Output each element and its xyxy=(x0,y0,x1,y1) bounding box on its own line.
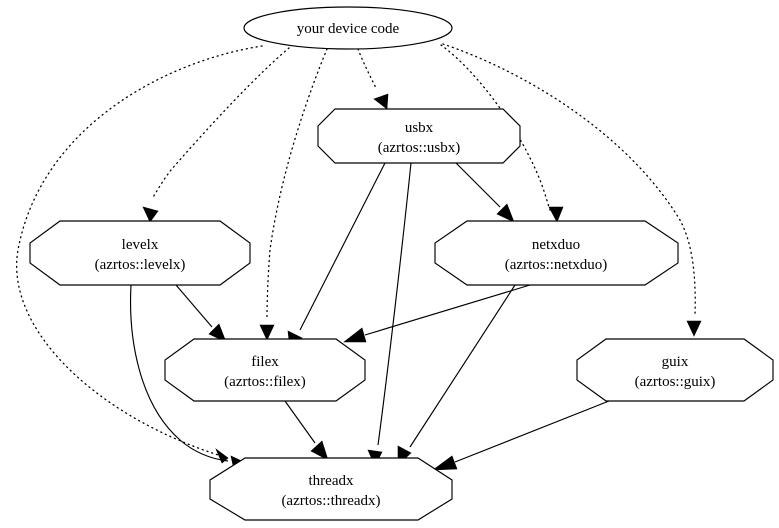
node-label-netxduo-line2: (azrtos::netxduo) xyxy=(505,257,607,273)
edge-path xyxy=(151,47,290,200)
edge-path xyxy=(364,284,531,336)
node-device[interactable]: your device code xyxy=(243,6,453,50)
edge-path xyxy=(409,284,516,448)
node-shape-octagon[interactable] xyxy=(29,220,251,286)
edge-netxduo-threadx xyxy=(397,284,516,466)
node-filex[interactable]: filex (azrtos::filex) xyxy=(164,338,366,402)
arrowhead xyxy=(432,455,458,471)
arrowhead xyxy=(142,206,159,223)
edge-path xyxy=(440,44,551,211)
arrowhead xyxy=(310,440,329,461)
node-shape-octagon[interactable] xyxy=(317,108,521,164)
node-netxduo[interactable]: netxduo (azrtos::netxduo) xyxy=(434,220,679,286)
node-label-netxduo-line1: netxduo xyxy=(532,237,580,253)
edge-netxduo-filex xyxy=(343,284,531,343)
node-threadx[interactable]: threadx (azrtos::threadx) xyxy=(209,457,453,521)
edge-device-guix xyxy=(442,43,702,337)
arrowhead xyxy=(548,206,564,223)
node-label-usbx-line1: usbx xyxy=(405,120,434,136)
edge-device-filex xyxy=(259,48,328,341)
edge-path xyxy=(455,162,501,208)
node-shape-octagon[interactable] xyxy=(164,338,366,402)
edge-usbx-netxduo xyxy=(455,162,515,223)
arrowhead xyxy=(208,323,227,343)
edge-guix-threadx xyxy=(432,400,610,471)
node-label-threadx-line1: threadx xyxy=(309,473,354,489)
arrowhead xyxy=(496,203,515,223)
edge-usbx-filex xyxy=(287,162,386,351)
node-usbx[interactable]: usbx (azrtos::usbx) xyxy=(317,108,521,164)
edge-path xyxy=(284,400,316,444)
arrowhead xyxy=(259,324,275,341)
node-label-threadx-line2: (azrtos::threadx) xyxy=(281,493,380,509)
arrowhead xyxy=(343,327,367,343)
node-label-guix-line1: guix xyxy=(662,354,689,370)
node-guix[interactable]: guix (azrtos::guix) xyxy=(576,338,774,402)
node-shape-ellipse[interactable] xyxy=(243,6,453,50)
node-label-levelx-line1: levelx xyxy=(122,237,159,253)
edge-path xyxy=(130,284,229,462)
edge-filex-threadx xyxy=(284,400,329,461)
edge-path xyxy=(299,162,386,331)
edge-device-netxduo xyxy=(440,44,564,223)
arrowhead xyxy=(373,93,389,110)
arrowhead xyxy=(686,320,702,337)
edge-path xyxy=(175,284,213,328)
edge-path xyxy=(266,48,328,319)
node-label-guix-line2: (azrtos::guix) xyxy=(635,374,716,390)
node-shape-octagon[interactable] xyxy=(434,220,679,286)
edges-layer xyxy=(16,43,702,471)
node-shape-octagon[interactable] xyxy=(209,457,453,521)
node-label-usbx-line2: (azrtos::usbx) xyxy=(378,140,460,156)
node-label-levelx-line2: (azrtos::levelx) xyxy=(95,257,186,273)
node-label-filex-line2: (azrtos::filex) xyxy=(224,374,306,390)
edge-path xyxy=(442,43,696,316)
edge-path xyxy=(377,162,412,446)
edge-levelx-filex xyxy=(175,284,227,343)
node-label-device-line1: your device code xyxy=(297,21,400,37)
nodes-layer: your device code usbx (azrtos::usbx) lev… xyxy=(29,6,774,521)
edge-device-levelx xyxy=(142,47,290,223)
edge-device-usbx xyxy=(357,48,389,110)
node-label-filex-line1: filex xyxy=(251,354,279,370)
edge-path xyxy=(454,400,610,463)
node-shape-octagon[interactable] xyxy=(576,338,774,402)
edge-usbx-threadx xyxy=(367,162,412,467)
edge-path xyxy=(16,45,263,459)
node-levelx[interactable]: levelx (azrtos::levelx) xyxy=(29,220,251,286)
edge-path xyxy=(357,48,377,89)
